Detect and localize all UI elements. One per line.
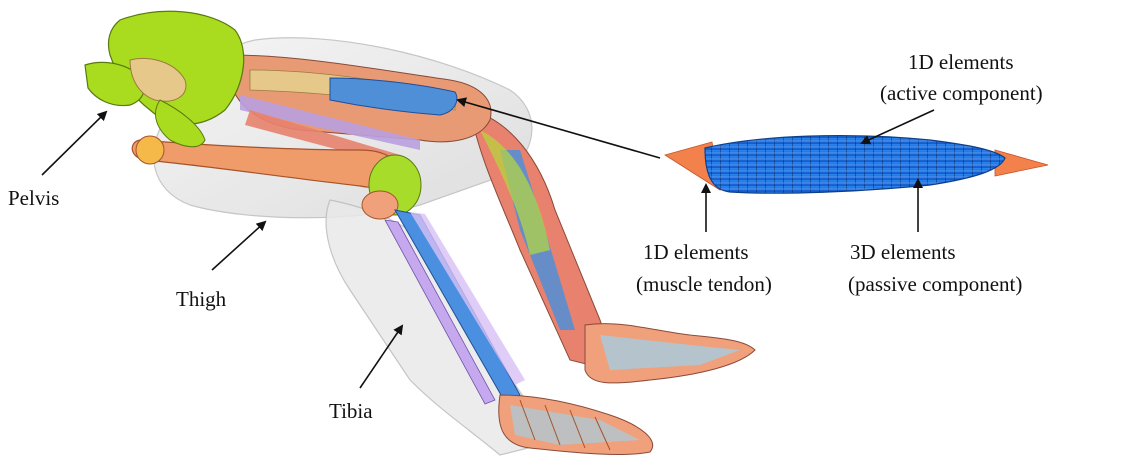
thigh-label: Thigh <box>176 287 227 311</box>
tendon-label-line1: 1D elements <box>643 240 749 264</box>
lower-limb-model-illustration <box>85 11 755 455</box>
tibia-label: Tibia <box>329 399 373 423</box>
muscle-mesh-detail <box>665 136 1048 194</box>
active-component-label-line1: 1D elements <box>908 50 1014 74</box>
pelvis-arrow <box>42 112 106 175</box>
active-component-label-line2: (active component) <box>880 81 1043 105</box>
passive-component-label-line2: (passive component) <box>848 272 1022 296</box>
pelvis-label: Pelvis <box>8 186 59 210</box>
passive-component-label-line1: 3D elements <box>850 240 956 264</box>
thigh-arrow <box>212 222 265 270</box>
tendon-right-elements <box>995 150 1048 176</box>
muscle-mesh-body <box>705 136 1005 194</box>
tendon-label-line2: (muscle tendon) <box>636 272 772 296</box>
